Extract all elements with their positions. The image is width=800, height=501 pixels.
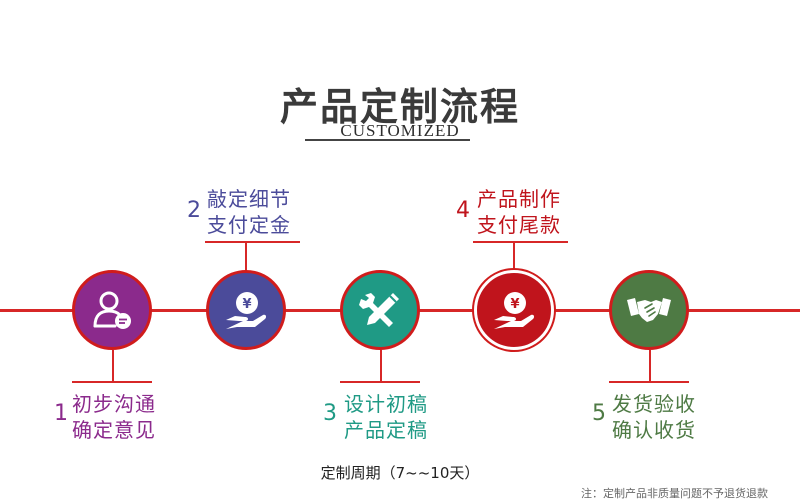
page-title: 产品定制流程: [279, 85, 520, 129]
step-3-line1: 设计初稿: [344, 392, 428, 416]
step-5-number: 5: [592, 401, 606, 426]
step-2-line2: 支付定金: [207, 213, 291, 237]
step-4-node: ¥: [474, 270, 554, 350]
step-1-line2: 确定意见: [72, 418, 156, 442]
step-1-number: 1: [54, 401, 68, 426]
user-chat-icon: [90, 288, 134, 332]
step-5-bar: [609, 381, 689, 383]
step-2-line1: 敲定细节: [207, 187, 291, 211]
handshake-icon: [625, 290, 673, 330]
custom-cycle-text: 定制周期（7~~10天）: [320, 464, 480, 482]
page-subtitle: CUSTOMIZED: [340, 121, 460, 140]
step-2-connector: [245, 241, 247, 271]
step-3-connector: [380, 350, 382, 382]
step-1-node: [72, 270, 152, 350]
step-5-connector: [649, 350, 651, 382]
step-4-line1: 产品制作: [477, 187, 561, 211]
step-2-node: ¥: [206, 270, 286, 350]
step-3-bar: [340, 381, 420, 383]
step-2-number: 2: [187, 198, 201, 223]
hand-yen-coin-icon: ¥: [491, 287, 537, 333]
step-4-bar: [473, 241, 568, 243]
subtitle-underline: [305, 139, 470, 141]
hand-yen-coin-icon: ¥: [223, 287, 269, 333]
step-1-connector: [112, 350, 114, 382]
step-5-line1: 发货验收: [612, 392, 696, 416]
step-4-number: 4: [456, 198, 470, 223]
svg-text:¥: ¥: [510, 297, 519, 312]
step-2-bar: [205, 241, 300, 243]
step-5-line2: 确认收货: [612, 418, 696, 442]
step-3-line2: 产品定稿: [344, 418, 428, 442]
step-4-line2: 支付尾款: [477, 213, 561, 237]
step-3-number: 3: [323, 401, 337, 426]
step-1-bar: [72, 381, 152, 383]
step-3-node: [340, 270, 420, 350]
step-1-line1: 初步沟通: [72, 392, 156, 416]
step-4-connector: [513, 241, 515, 271]
step-5-node: [609, 270, 689, 350]
svg-text:¥: ¥: [242, 297, 251, 312]
wrench-pencil-icon: [357, 287, 403, 333]
footnote: 注：定制产品非质量问题不予退货退款: [581, 487, 768, 500]
